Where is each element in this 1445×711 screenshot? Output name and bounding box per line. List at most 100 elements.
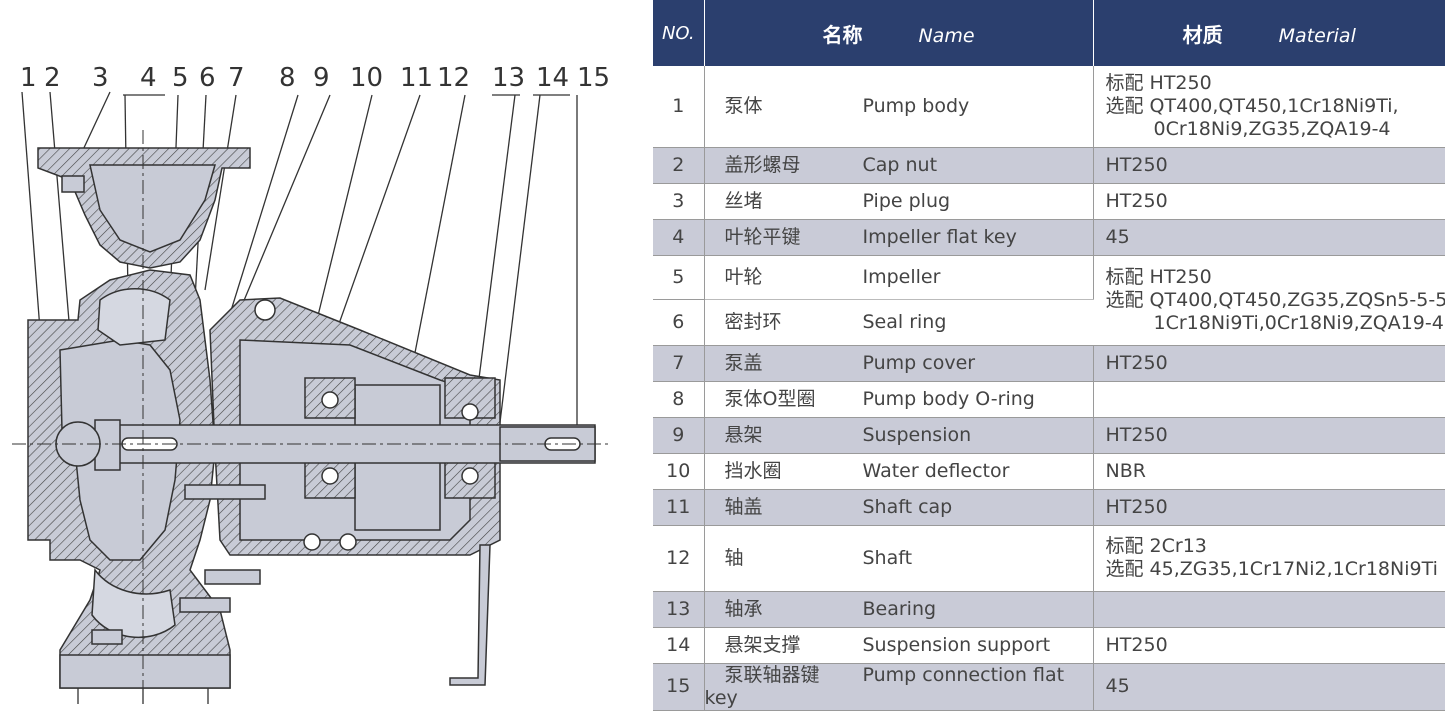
name-zh: 丝堵 [705,190,863,213]
row-material [1093,381,1445,417]
callout-3: 3 [92,63,109,93]
name-en: Impeller [863,266,941,288]
row-no: 6 [653,299,704,345]
row-no: 3 [653,183,704,219]
name-zh: 悬架支撑 [705,634,863,657]
base-marks [78,688,208,704]
callout-labels: 1 2 3 4 5 6 7 8 9 10 11 12 13 14 15 [20,63,610,93]
name-en: Pipe plug [863,190,951,212]
row-material: 45 [1093,663,1445,710]
name-en: Pump body O-ring [863,388,1035,410]
row-material: HT250 [1093,417,1445,453]
name-en: Water deflector [863,460,1010,482]
row-no: 13 [653,591,704,627]
callout-5: 5 [172,63,189,93]
row-material: 45 [1093,219,1445,255]
row-material: HT250 [1093,345,1445,381]
header-material-en: Material [1279,25,1356,47]
pump-body-section [28,148,595,688]
name-en: Suspension support [863,634,1051,656]
name-zh: 泵盖 [705,352,863,375]
name-en: Suspension [863,424,972,446]
row-material: NBR [1093,453,1445,489]
name-en: Pump body [863,95,970,117]
name-zh: 轴盖 [705,496,863,519]
name-zh: 悬架 [705,424,863,447]
material-line: 0Cr18Ni9,ZG35,ZQA19-4 [1106,118,1445,141]
row-material [1093,591,1445,627]
callout-1: 1 [20,63,37,93]
row-no: 4 [653,219,704,255]
row-no: 12 [653,525,704,591]
row-no: 1 [653,66,704,147]
material-line: 1Cr18Ni9Ti,0Cr18Ni9,ZQA19-4 [1106,312,1445,335]
material-line: 标配 2Cr13 [1106,535,1445,558]
callout-11: 11 [400,63,433,93]
material-line: 标配 HT250 [1106,72,1445,95]
material-line: 选配 QT400,QT450,ZG35,ZQSn5-5-5, [1106,289,1445,312]
row-no: 2 [653,147,704,183]
row-material: 标配 2Cr13 选配 45,ZG35,1Cr17Ni2,1Cr18Ni9Ti [1093,525,1445,591]
name-zh: 泵体 [705,95,863,118]
row-no: 5 [653,255,704,299]
row-material: 标配 HT250 选配 QT400,QT450,1Cr18Ni9Ti, 0Cr1… [1093,66,1445,147]
name-zh: 泵体O型圈 [705,388,863,411]
row-material: 标配 HT250 选配 QT400,QT450,ZG35,ZQSn5-5-5, … [1093,255,1445,345]
callout-15: 15 [577,63,610,93]
name-zh: 密封环 [705,311,863,334]
name-zh: 轴 [705,547,863,570]
header-name-zh: 名称 [822,23,862,47]
material-line: 标配 HT250 [1106,266,1445,289]
name-zh: 泵联轴器键 [705,664,863,687]
callout-10: 10 [350,63,383,93]
callout-9: 9 [313,63,330,93]
callout-13: 13 [492,63,525,93]
callout-8: 8 [279,63,296,93]
callout-12: 12 [437,63,470,93]
row-no: 14 [653,627,704,663]
material-line: 选配 45,ZG35,1Cr17Ni2,1Cr18Ni9Ti [1106,558,1445,581]
row-no: 8 [653,381,704,417]
name-zh: 盖形螺母 [705,154,863,177]
name-zh: 叶轮 [705,266,863,289]
callout-6: 6 [199,63,216,93]
row-no: 10 [653,453,704,489]
name-en: Shaft cap [863,496,953,518]
material-line: 选配 QT400,QT450,1Cr18Ni9Ti, [1106,95,1445,118]
callout-2: 2 [44,63,61,93]
name-zh: 轴承 [705,598,863,621]
name-en: Shaft [863,547,913,569]
name-zh: 叶轮平键 [705,226,863,249]
row-material: HT250 [1093,147,1445,183]
row-no: 7 [653,345,704,381]
header-material-zh: 材质 [1183,23,1223,47]
